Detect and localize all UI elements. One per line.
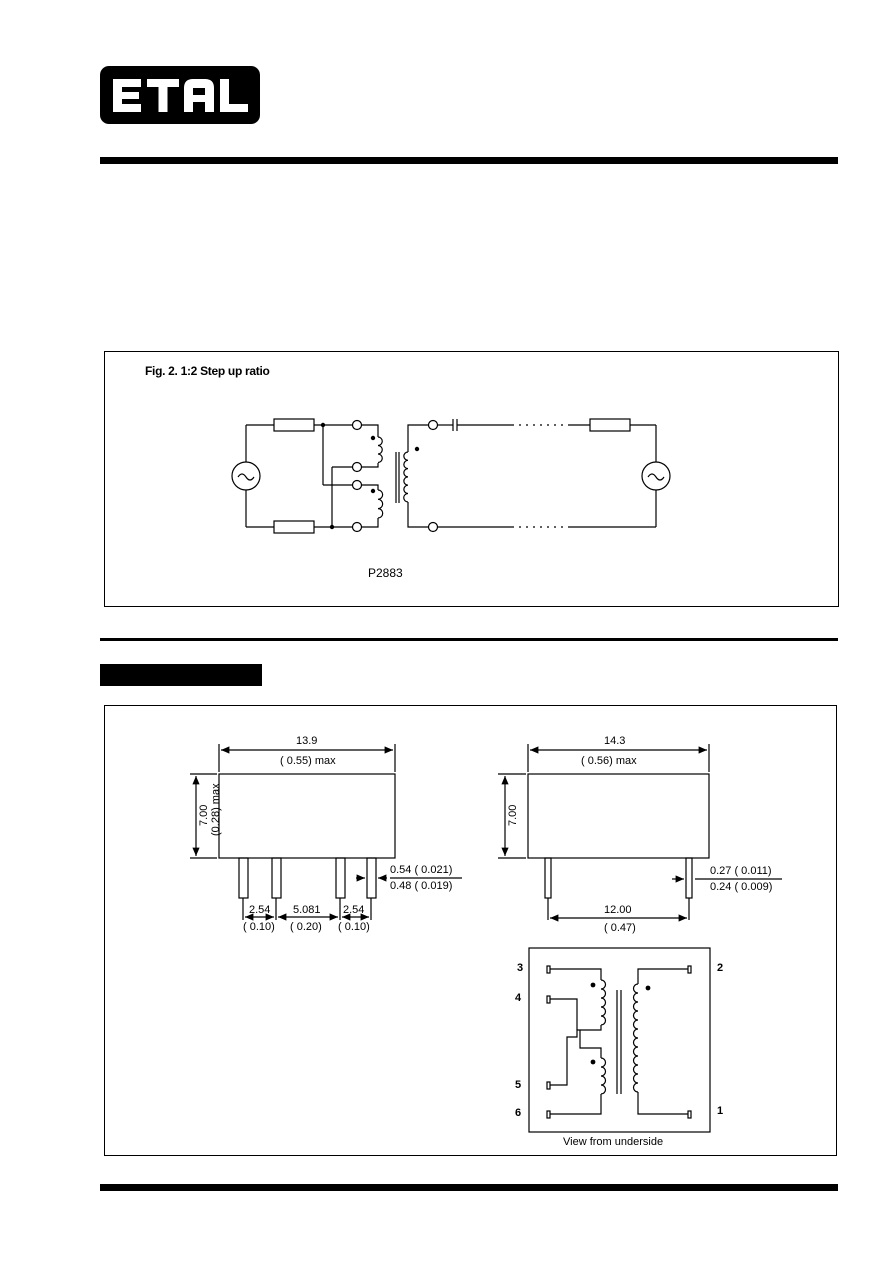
left-height-in-text: (0.28) max: [210, 783, 222, 836]
pin-6-label: 6: [515, 1107, 522, 1119]
section-heading-bar: [100, 664, 262, 686]
header-rule: [100, 157, 838, 164]
figure-frame: [104, 351, 839, 607]
left-width-in-label: ( 0.55) max: [280, 755, 336, 767]
pin-2-label: 2: [717, 962, 724, 974]
pitch2-in-label: ( 0.20): [290, 921, 322, 933]
figure-title: Fig. 2. 1:2 Step up ratio: [145, 364, 270, 378]
pitch2-label: 5.081: [293, 904, 321, 916]
circuit-diagram: [231, 418, 671, 534]
etal-logo-mark: [113, 79, 248, 112]
pitch3-in-label: ( 0.10): [338, 921, 370, 933]
pin-4-label: 4: [515, 992, 522, 1004]
right-span-label: 12.00: [604, 904, 632, 916]
pin-1-label: 1: [717, 1105, 724, 1117]
right-pin-d1-label: 0.27 ( 0.011): [710, 865, 772, 877]
footer-rule: [100, 1184, 838, 1191]
section-rule: [100, 638, 838, 641]
dimensions-frame: [104, 705, 837, 1156]
pitch1-in-label: ( 0.10): [243, 921, 275, 933]
left-height-text: 7.00: [198, 805, 210, 826]
left-width-label: 13.9: [296, 735, 318, 747]
pinout-caption: View from underside: [563, 1136, 664, 1148]
dimension-drawings: 7.00 (0.28) max 7.00: [190, 744, 782, 1133]
pitch1-label: 2.54: [249, 904, 271, 916]
right-width-in-label: ( 0.56) max: [581, 755, 637, 767]
pin-3-label: 3: [517, 962, 524, 974]
left-pin-d1-label: 0.54 ( 0.021): [390, 864, 453, 876]
right-pin-d2-label: 0.24 ( 0.009): [710, 881, 773, 893]
right-width-label: 14.3: [604, 735, 626, 747]
pin-5-label: 5: [515, 1079, 522, 1091]
right-height-text: 7.00: [507, 805, 519, 826]
pitch3-label: 2.54: [343, 904, 365, 916]
left-pin-d2-label: 0.48 ( 0.019): [390, 880, 453, 892]
figure-code: P2883: [368, 566, 403, 580]
right-span-in-label: ( 0.47): [604, 922, 636, 934]
etal-logo: [100, 66, 260, 124]
